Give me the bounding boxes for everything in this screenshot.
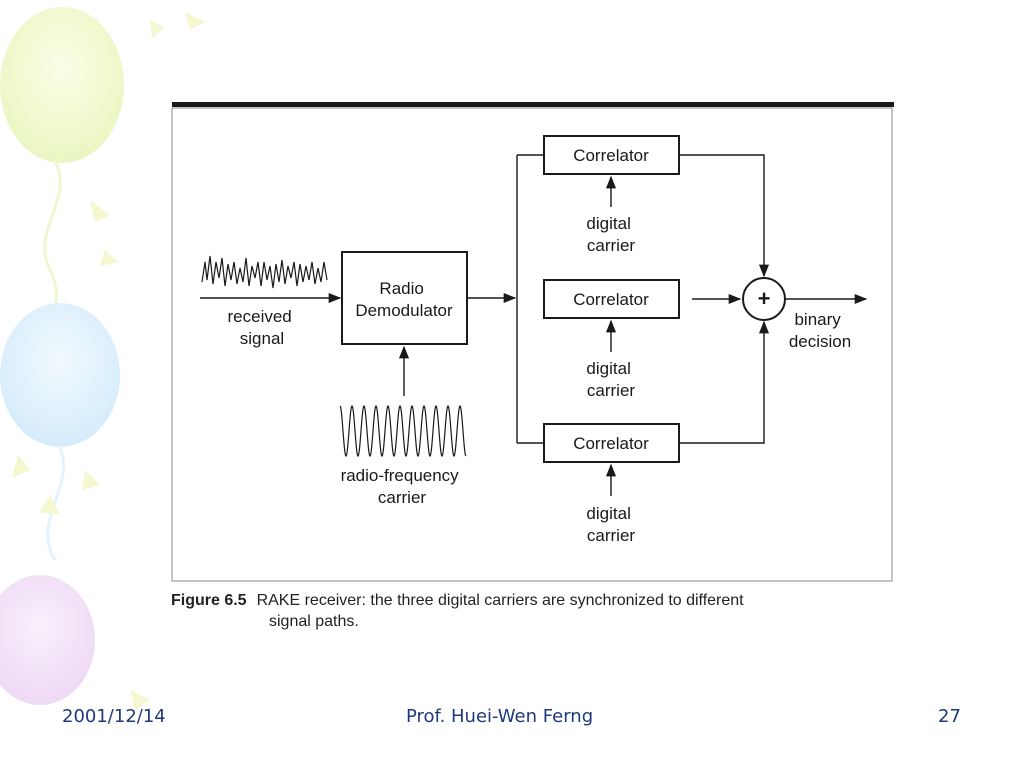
binary-decision-label: binary decision: [789, 310, 851, 351]
figure-number: Figure 6.5: [171, 592, 247, 609]
received-signal-waveform: [201, 255, 328, 289]
caption-line-2: signal paths.: [269, 613, 359, 630]
rf-carrier-label: radio-frequency carrier: [341, 466, 464, 507]
footer-date: 2001/12/14: [62, 706, 166, 727]
digital-carrier-3-label: digital carrier: [586, 504, 635, 545]
correlator-3-label: Correlator: [573, 434, 649, 453]
adder-plus: +: [758, 286, 771, 311]
received-signal-label: received signal: [228, 307, 297, 348]
blue-balloon: [0, 303, 120, 447]
blue-balloon-string: [46, 444, 66, 561]
adder-circle: [742, 277, 786, 321]
radio-demodulator-box: [341, 251, 468, 345]
figure-caption: Figure 6.5 RAKE receiver: the three digit…: [171, 590, 871, 632]
purple-balloon: [0, 575, 95, 705]
rf-carrier-waveform: [339, 405, 467, 457]
correlator-3-output: [679, 320, 770, 444]
sparkle-decoration: [12, 12, 205, 710]
caption-line-1: RAKE receiver: the three digital carrier…: [256, 592, 744, 609]
page-number: 27: [938, 706, 961, 727]
digital-carrier-1-label: digital carrier: [586, 214, 635, 255]
correlator-2-label: Correlator: [573, 290, 649, 309]
radio-demodulator-label: Radio Demodulator: [355, 279, 453, 320]
figure-top-rule: [172, 102, 894, 107]
digital-carrier-2-label: digital carrier: [586, 359, 635, 400]
correlator-1-output: [679, 154, 770, 278]
green-balloon: [0, 7, 124, 163]
correlator-2-box: [543, 279, 680, 319]
correlator-1-label: Correlator: [573, 146, 649, 165]
figure-frame: [171, 107, 893, 582]
footer-author: Prof. Huei-Wen Ferng: [406, 706, 594, 727]
